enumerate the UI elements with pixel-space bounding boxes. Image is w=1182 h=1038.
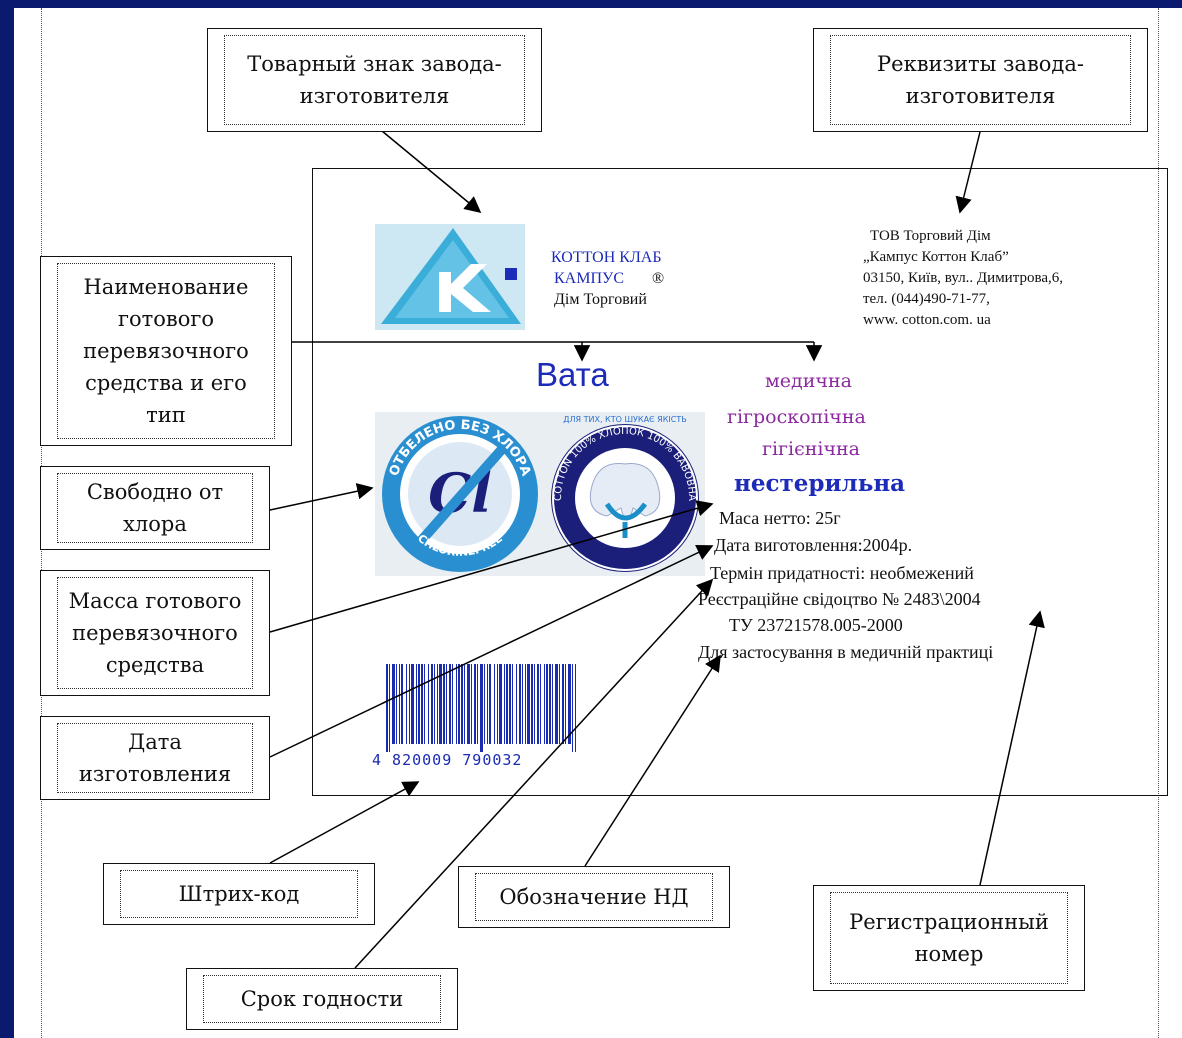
callout-chlorine-free: Свободно от хлора bbox=[40, 466, 270, 550]
barcode-icon bbox=[386, 664, 576, 752]
callout-manufacture-date: Дата изготовления bbox=[40, 716, 270, 800]
callout-registration: Регистрационный номер bbox=[813, 885, 1085, 991]
brand-line-2: КАМПУС bbox=[554, 270, 625, 287]
callout-manufacture-date-text: Дата изготовления bbox=[57, 723, 253, 793]
callout-product-name: Наименование готового перевязочного сред… bbox=[40, 256, 292, 446]
manufacture-date: Дата виготовлення:2004р. bbox=[714, 535, 913, 555]
chlorine-free-badge-icon: Cl ОТБЕЛЕНО БЕЗ ХЛОРА CHLORINEFREE bbox=[382, 416, 538, 572]
requisites-line: ТОВ Торговий Дім bbox=[870, 228, 991, 244]
normative-document: ТУ 23721578.005-2000 bbox=[729, 615, 903, 635]
requisites-line: www. cotton.com. ua bbox=[863, 312, 991, 328]
registered-mark: ® bbox=[652, 270, 665, 287]
product-label bbox=[312, 168, 1168, 796]
brand-line-1: КОТТОН КЛАБ bbox=[551, 249, 662, 266]
badges-image: Cl ОТБЕЛЕНО БЕЗ ХЛОРА CHLORINEFREE COTTO… bbox=[375, 412, 705, 576]
cotton-badge-icon: COTTON 100% ХЛОПОК 100% ВАВОВНА ДЛЯ ТИХ,… bbox=[551, 415, 699, 572]
requisites-line: „Кампус Коттон Клаб” bbox=[863, 249, 1009, 265]
product-type: медична bbox=[765, 370, 852, 392]
barcode-number: 4 820009 790032 bbox=[372, 751, 523, 769]
callout-shelf-life: Срок годности bbox=[186, 968, 458, 1030]
margin-line-right bbox=[1158, 8, 1159, 1038]
brand-line-3: Дім Торговий bbox=[554, 291, 647, 308]
shelf-life: Термін придатності: необмежений bbox=[710, 563, 974, 583]
sterility-label: нестерильна bbox=[734, 470, 906, 497]
callout-trademark-text: Товарный знак завода- изготовителя bbox=[224, 35, 525, 125]
callout-registration-text: Регистрационный номер bbox=[830, 892, 1068, 984]
callout-nd: Обозначение НД bbox=[458, 866, 730, 928]
callout-trademark: Товарный знак завода- изготовителя bbox=[207, 28, 542, 132]
badge-cotton-top-text: ДЛЯ ТИХ, КТО ШУКАЄ ЯКІСТЬ bbox=[563, 415, 686, 424]
callout-mass-text: Масса готового перевязочного средства bbox=[57, 577, 253, 689]
callout-chlorine-free-text: Свободно от хлора bbox=[57, 473, 253, 543]
trademark-logo-icon bbox=[375, 224, 525, 330]
product-type: гігієнічна bbox=[762, 438, 860, 460]
registration-certificate: Реєстраційне свідоцтво № 2483\2004 bbox=[698, 589, 981, 609]
net-mass: Маса нетто: 25г bbox=[719, 508, 841, 528]
callout-nd-text: Обозначение НД bbox=[475, 873, 713, 921]
callout-product-name-text: Наименование готового перевязочного сред… bbox=[57, 263, 275, 439]
usage-note: Для застосування в медичній практиці bbox=[698, 642, 994, 662]
callout-shelf-life-text: Срок годности bbox=[203, 975, 441, 1023]
callout-requisites-text: Реквизиты завода- изготовителя bbox=[830, 35, 1131, 125]
requisites-line: тел. (044)490-71-77, bbox=[863, 291, 990, 307]
callout-mass: Масса готового перевязочного средства bbox=[40, 570, 270, 696]
callout-requisites: Реквизиты завода- изготовителя bbox=[813, 28, 1148, 132]
product-name: Вата bbox=[536, 356, 609, 393]
callout-barcode-text: Штрих-код bbox=[120, 870, 358, 918]
requisites-line: 03150, Київ, вул.. Димитрова,6, bbox=[863, 270, 1063, 286]
callout-barcode: Штрих-код bbox=[103, 863, 375, 925]
product-type: гігроскопічна bbox=[727, 406, 866, 428]
